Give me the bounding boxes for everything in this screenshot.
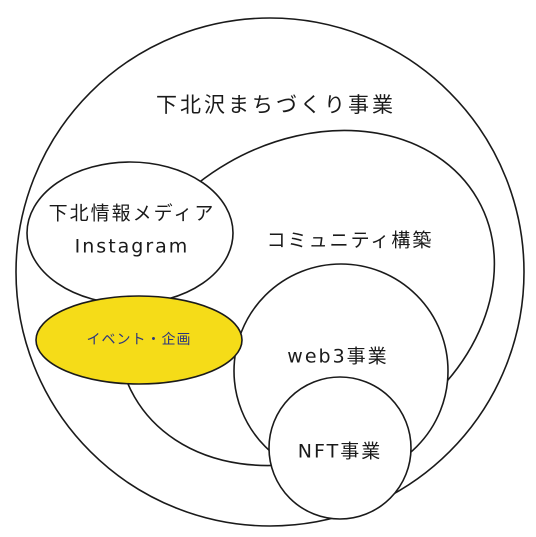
community-label: コミュニティ構築	[267, 230, 434, 252]
event-label: イベント・企画	[87, 331, 192, 348]
event-ellipse	[35, 295, 243, 385]
nft-label: NFT事業	[298, 441, 382, 463]
nft-circle	[268, 376, 412, 520]
town-label: 下北沢まちづくり事業	[156, 93, 396, 117]
web3-label: web3事業	[287, 346, 388, 368]
media-label-line2: Instagram	[75, 236, 190, 258]
media-ellipse	[26, 161, 234, 305]
media-label-line1: 下北情報メディア	[49, 203, 216, 225]
